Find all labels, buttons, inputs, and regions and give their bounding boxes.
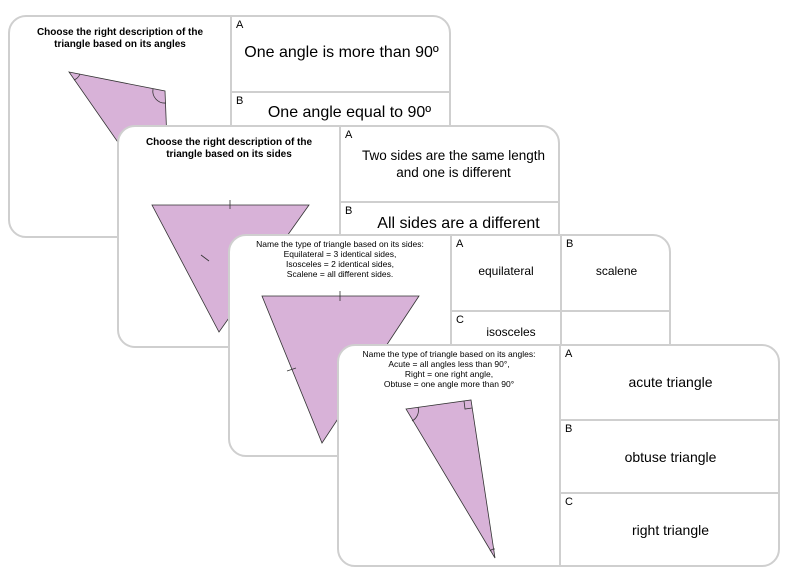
option-text: One angle is more than 90º bbox=[244, 44, 439, 61]
option-text: One angle equal to 90º bbox=[267, 104, 432, 121]
option-letter: C bbox=[456, 314, 464, 326]
answer-option-b[interactable]: B obtuse triangle bbox=[559, 419, 778, 494]
option-text: equilateral bbox=[478, 264, 534, 278]
option-letter: B bbox=[345, 205, 353, 217]
option-text: Two sides are the same length and one is… bbox=[361, 148, 546, 180]
question-prompt: Name the type of triangle based on its s… bbox=[230, 239, 450, 279]
answer-option-b[interactable]: B scalene bbox=[560, 236, 669, 310]
option-text: isosceles bbox=[486, 325, 536, 339]
option-letter: A bbox=[565, 348, 573, 360]
question-card-4[interactable]: Name the type of triangle based on its a… bbox=[337, 344, 780, 567]
option-letter: A bbox=[236, 19, 244, 31]
option-text: scalene bbox=[595, 264, 638, 278]
prompt-line: Equilateral = 3 identical sides, bbox=[283, 249, 397, 259]
answer-option-a[interactable]: A One angle is more than 90º bbox=[230, 17, 449, 91]
prompt-line: Scalene = all different sides. bbox=[286, 269, 394, 279]
prompt-line: Name the type of triangle based on its a… bbox=[362, 349, 536, 359]
prompt-line: Acute = all angles less than 90°, bbox=[388, 359, 510, 369]
option-letter: B bbox=[566, 238, 574, 250]
answer-option-a[interactable]: A equilateral bbox=[450, 236, 560, 310]
question-pane: Name the type of triangle based on its a… bbox=[339, 346, 559, 565]
option-letter: A bbox=[456, 238, 464, 250]
question-prompt: Choose the right description of the tria… bbox=[145, 137, 313, 160]
option-letter: B bbox=[565, 423, 573, 435]
answer-option-a[interactable]: A acute triangle bbox=[559, 346, 778, 419]
option-text: acute triangle bbox=[628, 374, 713, 390]
prompt-line: Name the type of triangle based on its s… bbox=[256, 239, 424, 249]
option-letter: C bbox=[565, 496, 573, 508]
prompt-line: Right = one right angle, bbox=[404, 369, 494, 379]
prompt-line: Obtuse = one angle more than 90° bbox=[383, 379, 515, 389]
option-text: obtuse triangle bbox=[624, 449, 717, 465]
prompt-line: Isosceles = 2 identical sides, bbox=[286, 259, 394, 269]
option-letter: A bbox=[345, 129, 353, 141]
right-triangle-figure bbox=[405, 399, 496, 559]
answer-option-a[interactable]: A Two sides are the same length and one … bbox=[339, 127, 558, 201]
option-letter: B bbox=[236, 95, 244, 107]
option-text: right triangle bbox=[631, 522, 710, 538]
answer-option-c[interactable]: C right triangle bbox=[559, 492, 778, 565]
question-prompt: Name the type of triangle based on its a… bbox=[339, 349, 559, 389]
question-prompt: Choose the right description of the tria… bbox=[36, 27, 204, 50]
option-text: All sides are a different bbox=[377, 215, 540, 232]
